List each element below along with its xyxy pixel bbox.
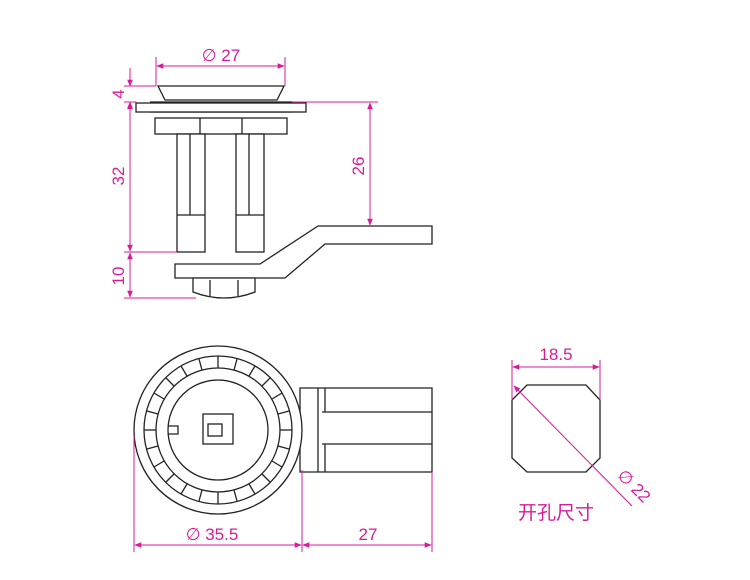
washer-thickness-label: 4 bbox=[109, 89, 128, 98]
cam-arm-front bbox=[299, 387, 433, 473]
head-diameter-label: ∅ 27 bbox=[202, 46, 240, 65]
flange-washer bbox=[135, 102, 307, 113]
cam-offset-label: 26 bbox=[349, 157, 368, 176]
cutout-width-label: 18.5 bbox=[539, 345, 572, 364]
front-view-dimensions: ∅ 35.5 27 bbox=[133, 436, 433, 552]
side-view-dimensions: ∅ 27 4 32 10 26 bbox=[109, 46, 378, 299]
lock-head-cap bbox=[156, 85, 286, 101]
hex-nut bbox=[154, 117, 288, 135]
flange-diameter-label: ∅ 35.5 bbox=[186, 525, 239, 544]
cap-nut bbox=[192, 277, 256, 299]
front-view bbox=[133, 345, 433, 515]
cam-length-label: 27 bbox=[359, 525, 378, 544]
knurl-spokes bbox=[144, 356, 292, 504]
cutout-view: 18.5 ∅ 22 开孔尺寸 bbox=[511, 345, 655, 524]
cam-arm bbox=[174, 225, 433, 279]
side-view bbox=[135, 85, 433, 299]
body-height-label: 32 bbox=[109, 167, 128, 186]
body-leg-right bbox=[235, 133, 265, 253]
cutout-caption: 开孔尺寸 bbox=[518, 502, 594, 524]
body-leg-left bbox=[176, 133, 206, 253]
nut-height-label: 10 bbox=[109, 267, 128, 286]
cutout-diagonal-label: ∅ 22 bbox=[614, 466, 655, 507]
